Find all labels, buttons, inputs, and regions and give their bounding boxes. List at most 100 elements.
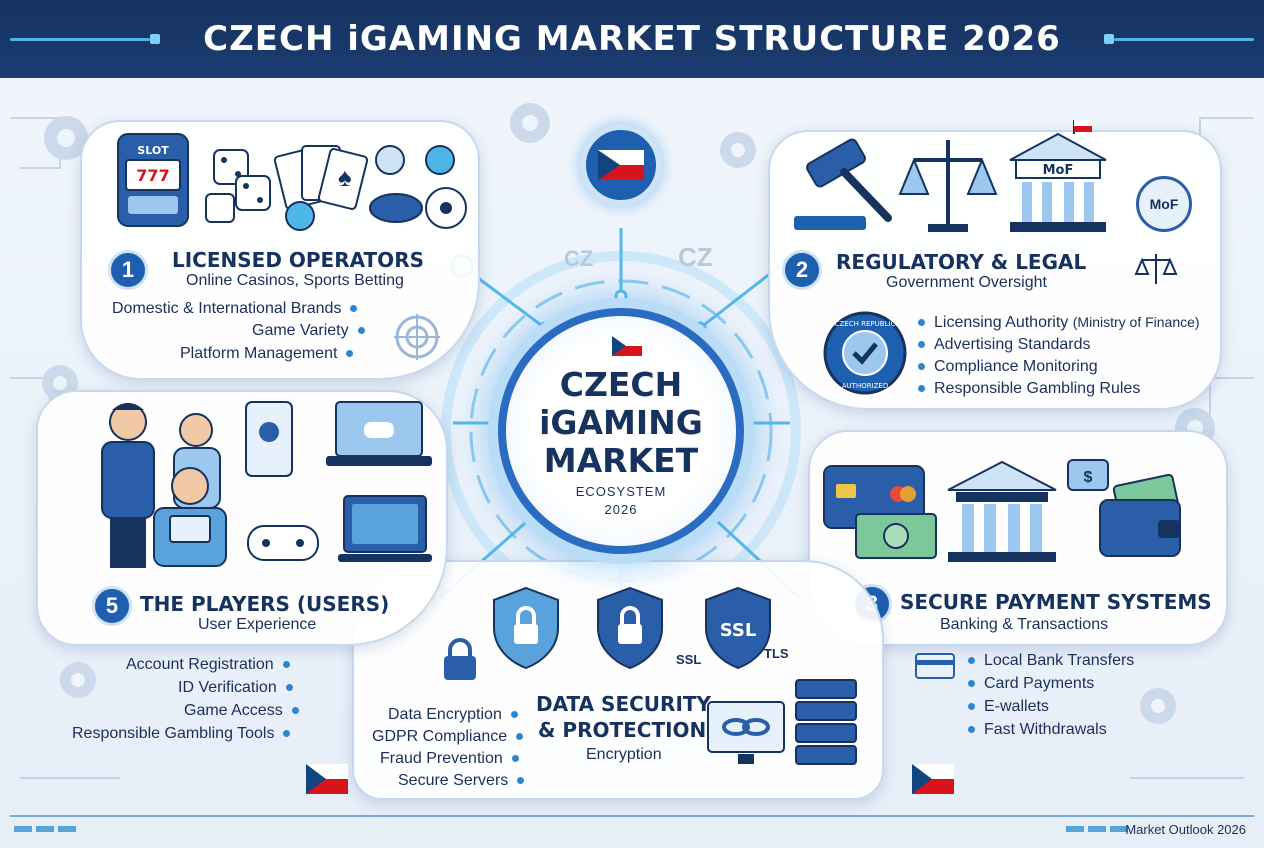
- ssl-shield-label: SSL: [720, 620, 757, 641]
- header-right-line: [1114, 38, 1254, 41]
- players-subtitle: User Experience: [198, 616, 317, 633]
- casino-chip-icon: [285, 201, 315, 231]
- regulatory-item-note: (Ministry of Finance): [1072, 314, 1200, 330]
- step-number-5: 5: [92, 586, 132, 626]
- czech-flag-icon: [912, 764, 954, 794]
- hub-subtitle: ECOSYSTEM: [575, 484, 667, 499]
- header-right-dot: [1104, 34, 1114, 44]
- security-item: GDPR Compliance: [372, 728, 524, 746]
- payments-subtitle: Banking & Transactions: [940, 616, 1109, 633]
- security-shields: SSL: [493, 586, 771, 670]
- scales-icon: [898, 140, 998, 232]
- card-payment-icon: [915, 653, 955, 679]
- desktop-monitor-icon: [338, 495, 432, 562]
- footer-label: Market Outlook 2026: [1125, 822, 1246, 837]
- person-with-tablet-icon: [153, 467, 227, 567]
- czech-flag-icon: [306, 764, 348, 794]
- authorized-seal-icon: CZECH REPUBLIC AUTHORIZED: [823, 311, 907, 395]
- czech-flag-icon: [612, 336, 642, 356]
- players-illustration: [101, 401, 432, 568]
- phone-hands-icon: [245, 401, 293, 477]
- svg-text:$: $: [1084, 469, 1093, 486]
- seal-top-text: CZECH REPUBLIC: [835, 320, 896, 328]
- operators-item: Platform Management: [180, 345, 354, 363]
- mof-badge-label: MoF: [1149, 196, 1179, 212]
- lock-shield-icon: [597, 586, 663, 670]
- slot-label: SLOT: [137, 144, 169, 157]
- slot-machine-icon: [117, 133, 189, 227]
- small-scales-icon: [1134, 254, 1178, 284]
- monitor-chain-icon: [707, 701, 785, 764]
- mof-badge: MoF: [1136, 176, 1192, 232]
- ssl-tag: SSL: [676, 652, 702, 667]
- security-item: Fraud Prevention: [380, 750, 519, 768]
- payments-item: Fast Withdrawals: [968, 721, 1107, 739]
- dice-icon: [205, 149, 271, 223]
- players-item: Responsible Gambling Tools: [72, 725, 291, 743]
- step-number-2: 2: [782, 250, 822, 290]
- regulatory-item: Advertising Standards: [918, 336, 1091, 354]
- regulatory-item: Compliance Monitoring: [918, 358, 1098, 376]
- gamepad-icon: [247, 525, 319, 561]
- bank-building-icon: [947, 460, 1057, 562]
- page-header: CZECH iGAMING MARKET STRUCTURE 2026: [0, 0, 1264, 78]
- regulatory-illustration: MoF: [794, 120, 1107, 232]
- gavel-icon: [794, 138, 892, 230]
- page-title: CZECH iGAMING MARKET STRUCTURE 2026: [203, 19, 1061, 59]
- regulatory-item: Responsible Gambling Rules: [918, 380, 1140, 398]
- payments-illustration: $: [823, 459, 1181, 562]
- seal-bottom-text: AUTHORIZED: [842, 382, 889, 390]
- tennis-ball-icon: [375, 145, 405, 175]
- operators-title: LICENSED OPERATORS: [172, 248, 424, 272]
- tls-tag: TLS: [764, 646, 789, 661]
- slot-reels: 777: [136, 166, 169, 185]
- header-left-dot: [150, 34, 160, 44]
- payments-item: E-wallets: [968, 698, 1049, 716]
- server-rack-icon: [795, 679, 857, 765]
- operators-subtitle: Online Casinos, Sports Betting: [186, 272, 404, 289]
- central-hub: CZECH iGAMING MARKET ECOSYSTEM 2026: [498, 308, 744, 554]
- regulatory-subtitle: Government Oversight: [886, 274, 1047, 291]
- czech-flag-medallion: [580, 124, 662, 206]
- building-label: MoF: [1043, 163, 1074, 178]
- operators-illustration: SLOT 777 ♠: [117, 133, 467, 231]
- ministry-building-icon: [1009, 120, 1107, 232]
- laptop-gamepad-icon: [326, 401, 432, 466]
- security-title-line2: & PROTECTION: [538, 718, 707, 742]
- cz-watermark: CZ: [678, 242, 713, 272]
- header-left-line: [10, 38, 150, 41]
- security-subtitle: Encryption: [586, 746, 662, 763]
- hub-year: 2026: [604, 502, 638, 517]
- players-title: THE PLAYERS (USERS): [140, 592, 390, 616]
- hub-title-line2: iGAMING: [539, 403, 703, 442]
- secure-servers-illustration: [707, 679, 857, 765]
- czech-flag-icon: [598, 150, 644, 180]
- target-icon: [394, 314, 440, 360]
- person-with-phone-icon: [101, 403, 155, 568]
- step-number-1: 1: [108, 250, 148, 290]
- operators-item: Game Variety: [252, 322, 365, 340]
- cz-watermark: CZ: [564, 246, 594, 271]
- banknote-icon: [855, 513, 937, 559]
- payments-item: Card Payments: [968, 675, 1094, 693]
- regulatory-item: Licensing Authority (Ministry of Finance…: [918, 314, 1200, 332]
- svg-text:♠: ♠: [338, 162, 352, 192]
- security-item: Secure Servers: [398, 772, 525, 790]
- padlock-icon: [444, 638, 476, 680]
- players-item: ID Verification: [178, 679, 293, 697]
- players-item: Game Access: [184, 702, 299, 720]
- ssl-shield-icon: [705, 586, 771, 670]
- globe-ball-icon: [425, 145, 455, 175]
- payments-item: Local Bank Transfers: [968, 652, 1134, 670]
- football-icon: [369, 193, 423, 223]
- wallet-icon: $: [1067, 459, 1181, 557]
- hub-title-line1: CZECH: [559, 365, 683, 404]
- lock-shield-icon: [493, 586, 559, 670]
- payments-title: SECURE PAYMENT SYSTEMS: [900, 590, 1212, 614]
- regulatory-title: REGULATORY & LEGAL: [836, 250, 1087, 274]
- operators-item: Domestic & International Brands: [112, 300, 358, 318]
- security-title-line1: DATA SECURITY: [536, 692, 712, 716]
- playing-cards-icon: ♠: [273, 145, 369, 210]
- hub-title-line3: MARKET: [543, 441, 699, 480]
- security-item: Data Encryption: [388, 706, 518, 724]
